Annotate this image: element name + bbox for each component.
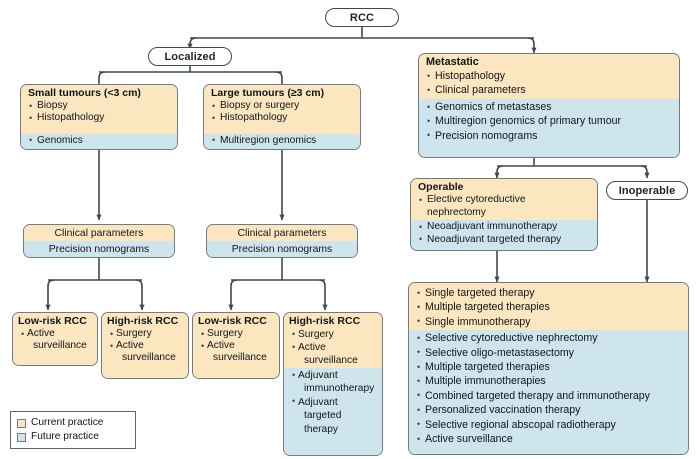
clinical-right-current-segment: Clinical parameters	[207, 225, 357, 241]
list-item: Multiregion genomics of primary tumour	[419, 114, 679, 129]
future-practice-swatch-icon	[17, 432, 26, 442]
box-small-tumours[interactable]: Small tumours (<3 cm) Biopsy Histopathol…	[20, 84, 178, 150]
list-item: Precision nomograms	[419, 128, 679, 143]
clinical-right-current-text: Clinical parameters	[237, 227, 327, 239]
current-practice-swatch-icon	[17, 418, 26, 428]
list-item: Surgery	[284, 328, 382, 341]
list-item: Selective oligo-metastasectomy	[409, 345, 688, 360]
list-item-continuation: surveillance	[213, 352, 267, 364]
small-tumours-future-segment: Genomics	[21, 133, 177, 149]
box-high-risk-rcc-left[interactable]: High-risk RCC Surgery Active surveillanc…	[101, 312, 189, 379]
list-item-continuation: nephrectomy	[427, 206, 486, 218]
node-rcc-label: RCC	[349, 11, 375, 24]
list-item-continuation: surveillance	[33, 340, 87, 352]
list-item: Histopathology	[419, 69, 679, 83]
list-item: Clinical parameters	[419, 83, 679, 97]
box-systemic-therapy[interactable]: Single targeted therapy Multiple targete…	[408, 282, 689, 455]
list-item: Active	[284, 341, 382, 354]
list-item: Multiple targeted therapies	[409, 300, 688, 315]
list-item: Selective regional abscopal radiotherapy	[409, 417, 688, 432]
list-item: Active	[13, 327, 97, 340]
list-item: Surgery	[193, 327, 279, 340]
metastatic-current-segment: Metastatic Histopathology Clinical param…	[419, 54, 679, 99]
operable-future-segment: Neoadjuvant immunotherapy Neoadjuvant ta…	[411, 220, 597, 250]
high-risk-right-future-segment: Adjuvant immunotherapy Adjuvant targeted…	[284, 368, 382, 455]
low-risk-left-title: Low-risk RCC	[18, 315, 87, 327]
list-item: Selective cytoreductive nephrectomy	[409, 331, 688, 346]
clinical-left-current-text: Clinical parameters	[54, 227, 144, 239]
legend-row-current: Current practice	[17, 416, 127, 430]
high-risk-left-current-segment: High-risk RCC Surgery Active surveillanc…	[102, 313, 188, 378]
node-rcc[interactable]: RCC	[325, 8, 399, 27]
node-inoperable[interactable]: Inoperable	[606, 181, 688, 200]
small-tumours-current-segment: Small tumours (<3 cm) Biopsy Histopathol…	[21, 85, 177, 134]
list-item: Active	[193, 340, 279, 352]
low-risk-right-title: Low-risk RCC	[198, 315, 267, 327]
legend-row-future: Future practice	[17, 430, 127, 444]
list-item: Multiregion genomics	[204, 134, 360, 147]
systemic-future-segment: Selective cytoreductive nephrectomy Sele…	[409, 330, 688, 454]
list-item: Single immunotherapy	[409, 314, 688, 329]
metastatic-future-segment: Genomics of metastases Multiregion genom…	[419, 99, 679, 157]
list-item: Neoadjuvant immunotherapy	[411, 221, 597, 234]
large-tumours-future-segment: Multiregion genomics	[204, 133, 360, 149]
list-item: Multiple targeted therapies	[409, 360, 688, 375]
box-low-risk-rcc-left[interactable]: Low-risk RCC Active surveillance	[12, 312, 98, 366]
box-high-risk-rcc-right[interactable]: High-risk RCC Surgery Active surveillanc…	[283, 312, 383, 456]
clinical-left-current-segment: Clinical parameters	[24, 225, 174, 241]
low-risk-left-current-segment: Low-risk RCC Active surveillance	[13, 313, 97, 365]
clinical-left-future-segment: Precision nomograms	[24, 241, 174, 257]
legend-current-label: Current practice	[31, 417, 104, 428]
legend-future-label: Future practice	[31, 431, 99, 442]
list-item-continuation: surveillance	[304, 355, 358, 366]
list-item: Neoadjuvant targeted therapy	[411, 233, 597, 247]
list-item: Adjuvant	[284, 368, 382, 382]
large-tumours-title: Large tumours (≥3 cm)	[211, 87, 325, 99]
list-item: Biopsy or surgery	[204, 99, 360, 112]
high-risk-right-current-segment: High-risk RCC Surgery Active surveillanc…	[284, 313, 382, 368]
list-item: Surgery	[102, 327, 188, 340]
list-item: Genomics of metastases	[419, 99, 679, 114]
list-item: Histopathology	[21, 112, 177, 124]
list-item: Multiple immunotherapies	[409, 374, 688, 389]
box-operable[interactable]: Operable Elective cytoreductive nephrect…	[410, 178, 598, 251]
list-item: Personalized vaccination therapy	[409, 403, 688, 418]
node-localized[interactable]: Localized	[148, 47, 232, 66]
clinical-left-future-text: Precision nomograms	[48, 243, 150, 255]
small-tumours-title: Small tumours (<3 cm)	[28, 87, 141, 99]
clinical-right-future-text: Precision nomograms	[231, 243, 333, 255]
list-item-continuation: immunotherapy	[304, 383, 375, 395]
list-item: Adjuvant	[284, 395, 382, 409]
box-metastatic[interactable]: Metastatic Histopathology Clinical param…	[418, 53, 680, 158]
operable-title: Operable	[418, 181, 464, 193]
list-item: Single targeted therapy	[409, 285, 688, 300]
low-risk-right-current-segment: Low-risk RCC Surgery Active surveillance	[193, 313, 279, 378]
systemic-current-segment: Single targeted therapy Multiple targete…	[409, 283, 688, 331]
list-item: Histopathology	[204, 112, 360, 124]
list-item: Genomics	[21, 134, 177, 147]
clinical-right-future-segment: Precision nomograms	[207, 241, 357, 257]
box-large-tumours[interactable]: Large tumours (≥3 cm) Biopsy or surgery …	[203, 84, 361, 150]
high-risk-left-title: High-risk RCC	[107, 315, 179, 327]
box-low-risk-rcc-right[interactable]: Low-risk RCC Surgery Active surveillance	[192, 312, 280, 379]
list-item: Biopsy	[21, 99, 177, 112]
list-item-continuation: surveillance	[122, 352, 176, 364]
legend: Current practice Future practice	[10, 411, 136, 449]
box-clinical-parameters-left[interactable]: Clinical parameters Precision nomograms	[23, 224, 175, 258]
list-item: Active surveillance	[409, 432, 688, 447]
large-tumours-current-segment: Large tumours (≥3 cm) Biopsy or surgery …	[204, 85, 360, 134]
list-item-continuation: targeted therapy	[304, 410, 342, 435]
box-clinical-parameters-right[interactable]: Clinical parameters Precision nomograms	[206, 224, 358, 258]
metastatic-title: Metastatic	[426, 56, 479, 68]
list-item: Combined targeted therapy and immunother…	[409, 388, 688, 403]
list-item: Active	[102, 340, 188, 352]
node-inoperable-label: Inoperable	[618, 184, 676, 197]
high-risk-right-title: High-risk RCC	[289, 315, 361, 327]
operable-current-segment: Operable Elective cytoreductive nephrect…	[411, 179, 597, 221]
node-localized-label: Localized	[164, 50, 216, 63]
list-item: Elective cytoreductive	[411, 194, 597, 207]
